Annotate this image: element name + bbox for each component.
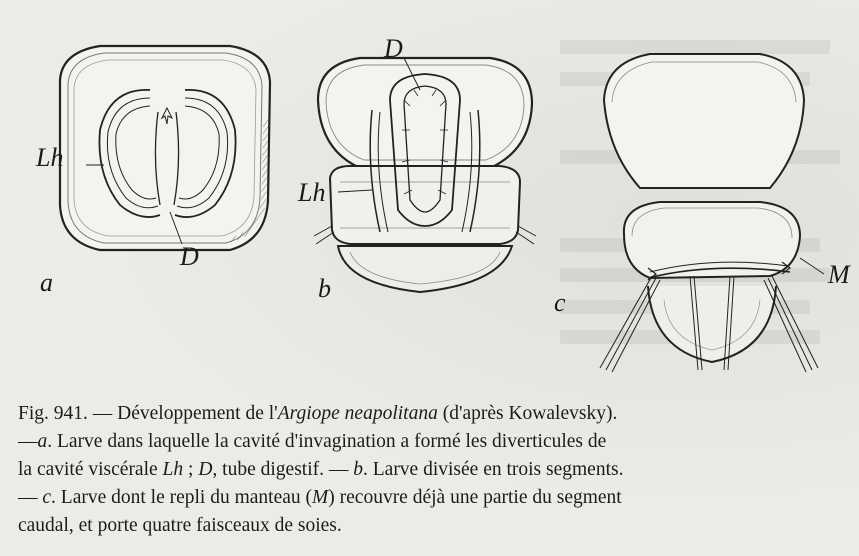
caption-line-2: —a. Larve dans laquelle la cavité d'inva… [18, 428, 848, 456]
label-m-panel-c: M [828, 262, 850, 288]
panel-b-larva [314, 58, 536, 292]
panel-letter-b: b [318, 276, 331, 302]
caption-line-1: Fig. 941. — Développement de l'Argiope n… [18, 400, 848, 428]
caption-text: , tube digestif. — [212, 459, 353, 480]
larva-engravings [0, 0, 859, 400]
label-lh-panel-a: Lh [36, 145, 63, 171]
caption-attribution: (d'après Kowalevsky). [438, 403, 618, 424]
figure-caption: Fig. 941. — Développement de l'Argiope n… [18, 400, 848, 540]
figure-941: Lh D a D Lh b M c [0, 0, 859, 400]
caption-text: . Larve divisée en trois segments. [363, 459, 623, 480]
label-d-panel-b: D [384, 36, 403, 62]
panel-letter-a: a [40, 270, 53, 296]
caption-line-5: caudal, et porte quatre faisceaux de soi… [18, 512, 848, 540]
caption-text: ; [183, 459, 198, 480]
caption-text: la cavité viscérale [18, 459, 163, 480]
leader-line [800, 258, 824, 274]
caption-text: Fig. 941. — Développement de l'Argiope n… [18, 403, 438, 424]
label-lh-panel-b: Lh [298, 180, 325, 206]
panel-c-larva [600, 54, 818, 372]
caption-d: D [198, 459, 212, 480]
panel-a-larva [60, 46, 270, 250]
caption-lh: Lh [163, 459, 184, 480]
caption-line-3: la cavité viscérale Lh ; D, tube digesti… [18, 456, 848, 484]
caption-text: . Larve dans laquelle la cavité d'invagi… [47, 431, 606, 452]
caption-dash: — [18, 431, 38, 452]
caption-fig-title: Fig. 941. — Développement de l' [18, 403, 278, 424]
caption-m: M [312, 487, 328, 508]
caption-text: . Larve dont le repli du manteau ( [51, 487, 312, 508]
caption-species: Argiope neapolitana [278, 403, 438, 424]
caption-letter-a: a [38, 431, 48, 452]
caption-text: ) recouvre déjà une partie du segment [328, 487, 621, 508]
caption-letter-c: c [42, 487, 51, 508]
label-d-panel-a: D [180, 244, 199, 270]
caption-text: — [18, 487, 42, 508]
panel-letter-c: c [554, 290, 566, 316]
caption-letter-b: b [353, 459, 363, 480]
caption-line-4: — c. Larve dont le repli du manteau (M) … [18, 484, 848, 512]
